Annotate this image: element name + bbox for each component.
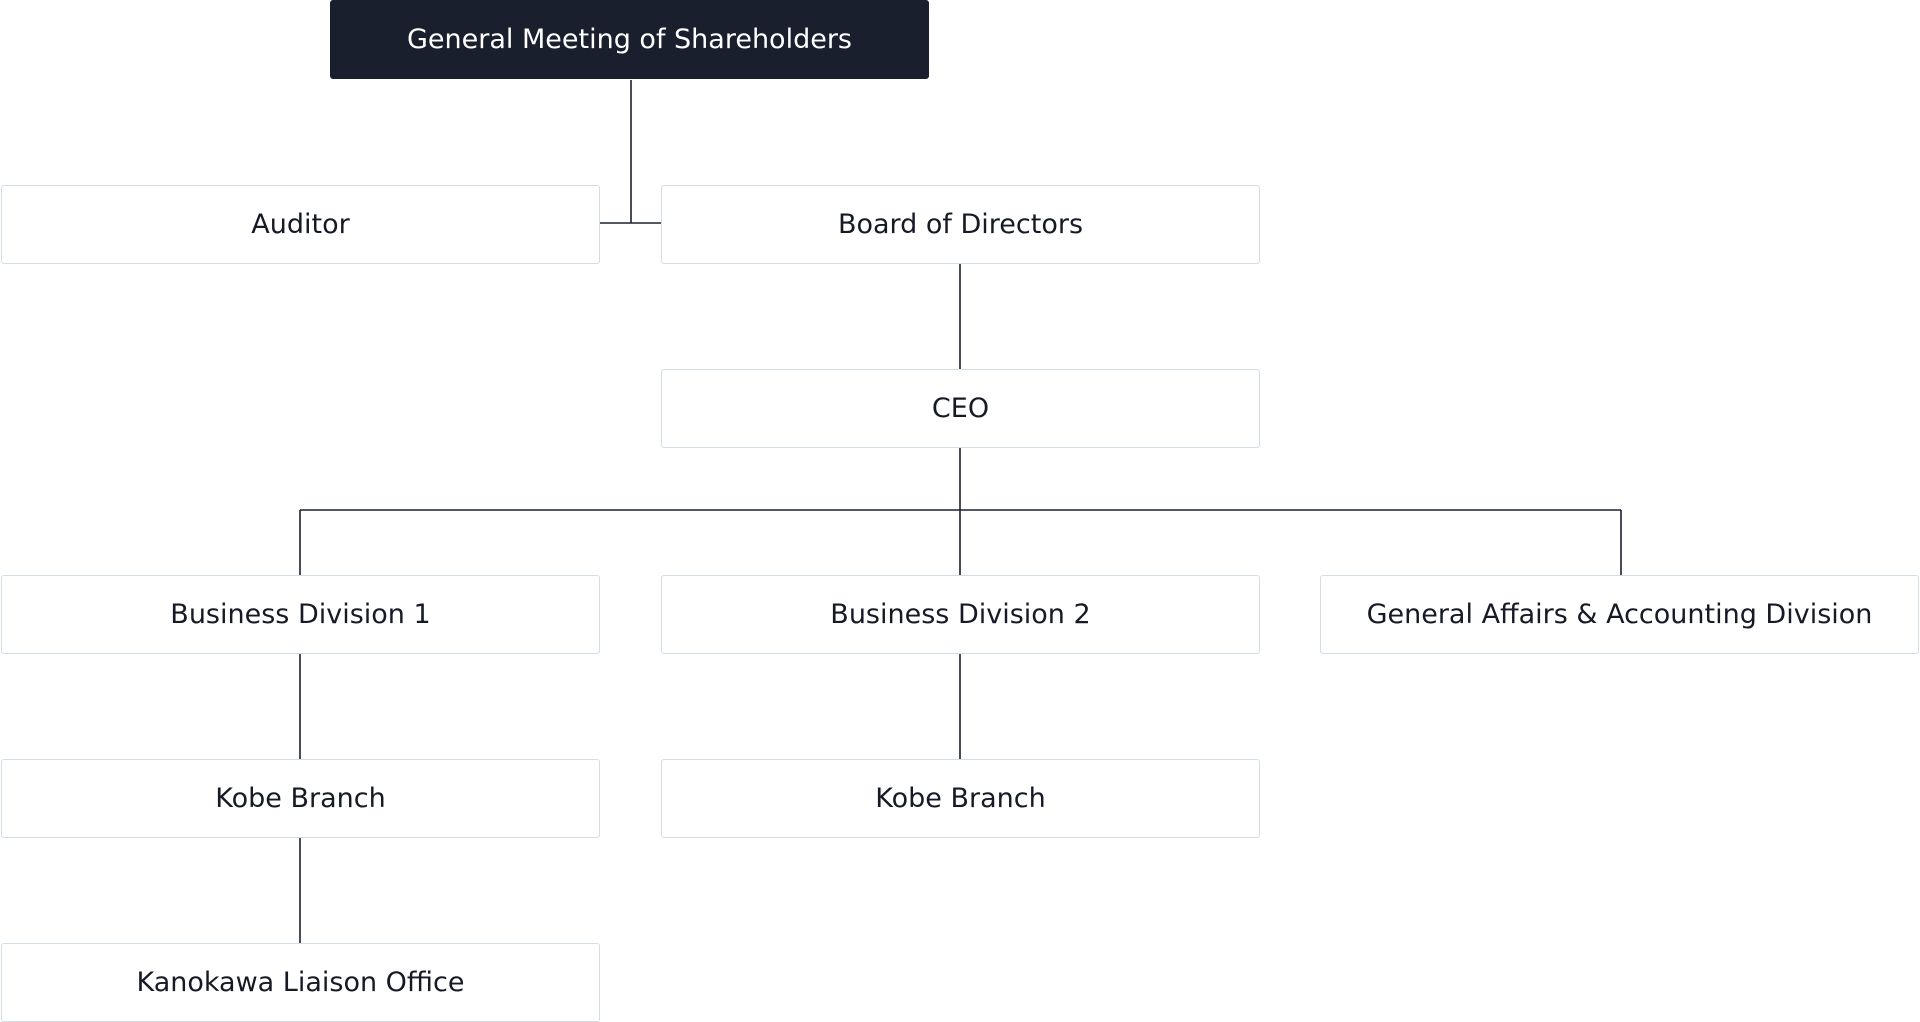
node-label: Board of Directors [837, 209, 1084, 240]
node-label: Kanokawa Liaison Office [136, 967, 465, 998]
node-label: Business Division 1 [170, 599, 431, 630]
node-board-of-directors: Board of Directors [661, 185, 1260, 264]
node-kobe-branch-division-2: Kobe Branch [661, 759, 1260, 838]
node-label: Auditor [251, 209, 350, 240]
node-general-affairs-accounting-division: General Affairs & Accounting Division [1320, 575, 1919, 654]
node-business-division-1: Business Division 1 [1, 575, 600, 654]
node-kanokawa-liaison-office: Kanokawa Liaison Office [1, 943, 600, 1022]
node-label: General Meeting of Shareholders [407, 24, 852, 55]
node-label: Kobe Branch [215, 783, 386, 814]
node-label: General Affairs & Accounting Division [1366, 599, 1873, 630]
node-general-meeting-of-shareholders: General Meeting of Shareholders [330, 0, 929, 79]
node-auditor: Auditor [1, 185, 600, 264]
node-business-division-2: Business Division 2 [661, 575, 1260, 654]
node-ceo: CEO [661, 369, 1260, 448]
node-label: Kobe Branch [875, 783, 1046, 814]
node-kobe-branch-division-1: Kobe Branch [1, 759, 600, 838]
node-label: CEO [931, 393, 990, 424]
node-label: Business Division 2 [830, 599, 1091, 630]
